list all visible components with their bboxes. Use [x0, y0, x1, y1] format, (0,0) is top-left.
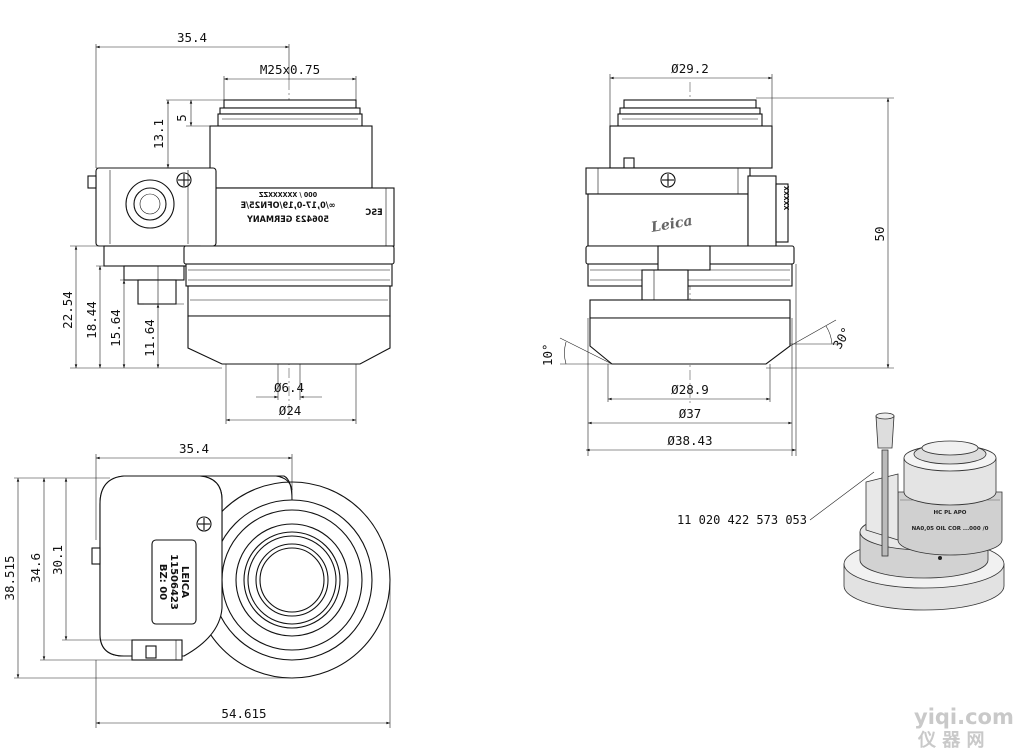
- screw-icon: [660, 172, 676, 188]
- front-side-socket: [125, 179, 175, 229]
- top-lens-inner: [259, 547, 325, 613]
- label-line-2: 11506423: [168, 554, 179, 610]
- top-label-plate: [151, 539, 197, 625]
- dim-18-44: 18.44: [84, 301, 99, 339]
- dim-top-total: 54.615: [221, 706, 266, 721]
- dim-top-30-1: 30.1: [50, 545, 65, 575]
- engraving-line-3: 000 / XXXXXXZZ: [259, 191, 318, 199]
- iso-ring-text-2: NA0,05 OIL COR ...000 /0: [912, 526, 989, 532]
- top-label-text: LEICA 11506423 BZ: 00: [157, 554, 190, 610]
- dim-angle-left: 10°: [540, 343, 555, 366]
- dim-angle-right: 30°: [830, 324, 854, 351]
- dim-front-width: 35.4: [177, 30, 207, 45]
- dim-top-38-515: 38.515: [2, 555, 17, 600]
- label-line-3: BZ: 00: [157, 564, 168, 600]
- top-view: LEICA 11506423 BZ: 00 35.4 38.515 34.6 3…: [2, 441, 391, 728]
- dim-side-38-43: Ø38.43: [667, 433, 712, 448]
- front-thread-top: [223, 99, 357, 109]
- screw-icon: [176, 172, 192, 188]
- leica-logo: Leica: [649, 213, 694, 236]
- dim-11-64: 11.64: [142, 319, 157, 357]
- side-engraving: XXXXX: [782, 186, 790, 210]
- dim-top-width: 35.4: [179, 441, 209, 456]
- dim-side-top: Ø29.2: [671, 61, 709, 76]
- side-upper-barrel: [609, 125, 773, 169]
- engraving-line-2: 506423 GERMANY: [247, 215, 329, 225]
- dim-thread-height: 5: [174, 114, 189, 122]
- top-connector: [131, 639, 183, 661]
- part-number-label: 11 020 422 573 053: [677, 513, 807, 527]
- front-engraving: ∞/0,17-0,19/OFN25/E 506423 GERMANY 000 /…: [241, 191, 383, 225]
- dim-side-height: 50: [872, 226, 887, 241]
- iso-pin: [881, 449, 889, 557]
- front-ring-1: [183, 245, 395, 265]
- front-ring-3: [187, 285, 391, 317]
- label-line-1: LEICA: [179, 566, 190, 598]
- dim-top-34-6: 34.6: [28, 553, 43, 583]
- side-lever-block: [747, 175, 777, 247]
- front-nose: [187, 315, 391, 365]
- side-view: XXXXX Leica Ø29.2 50 10° 30°: [540, 61, 894, 456]
- side-body: [587, 193, 749, 247]
- front-ring-2: [185, 263, 393, 287]
- dim-thread: M25x0.75: [260, 62, 320, 77]
- dim-22-54: 22.54: [60, 291, 75, 329]
- watermark-site: yiqi.com: [914, 705, 1014, 729]
- dim-side-37: Ø37: [679, 406, 702, 421]
- side-nose: [589, 317, 791, 365]
- front-side-block: [95, 167, 217, 247]
- iso-knob: [875, 415, 895, 449]
- front-view: ∞/0,17-0,19/OFN25/E 506423 GERMANY 000 /…: [60, 30, 395, 424]
- engraving-line-4: ESC: [365, 208, 382, 218]
- dim-outer: Ø24: [279, 403, 302, 418]
- iso-ring-text-1: HC PL APO: [934, 510, 967, 516]
- front-connector: [137, 279, 177, 305]
- engraving-line-1: ∞/0,17-0,19/OFN25/E: [241, 201, 336, 211]
- dim-bore: Ø6.4: [274, 380, 304, 395]
- dim-upper-height: 13.1: [151, 119, 166, 149]
- front-upper-barrel: [209, 125, 373, 189]
- watermark: yiqi.com 仪 器 网: [914, 705, 1014, 751]
- screw-icon: [196, 516, 212, 532]
- side-tab: [657, 245, 711, 271]
- dim-15-64: 15.64: [108, 309, 123, 347]
- iso-view: HC PL APO NA0,05 OIL COR ...000 /0 11 02…: [677, 412, 1005, 611]
- watermark-cn: 仪 器 网: [917, 730, 985, 751]
- dim-side-28-9: Ø28.9: [671, 382, 709, 397]
